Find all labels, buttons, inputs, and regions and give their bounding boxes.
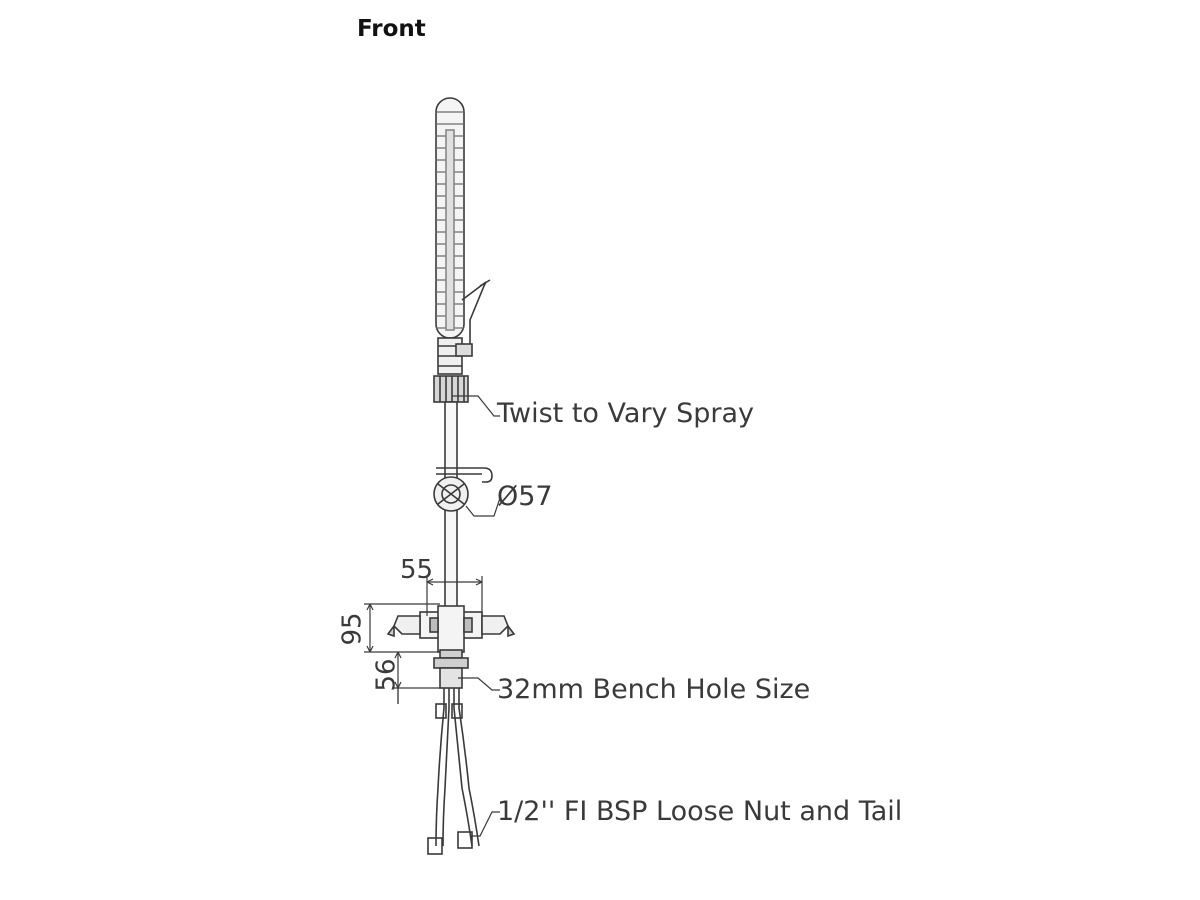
- callout-bracket-diameter: Ø57: [497, 481, 553, 512]
- dimension-width: 55: [400, 555, 434, 585]
- lever-handles: [386, 615, 516, 638]
- dimension-lower-height: 56: [371, 658, 402, 692]
- mixer-body: [419, 605, 483, 669]
- callout-twist-spray: Twist to Vary Spray: [497, 398, 755, 429]
- spray-trigger: [461, 279, 491, 351]
- pre-rinse-hose: [435, 97, 465, 339]
- view-title: Front: [357, 16, 426, 42]
- spray-valve-body: [437, 337, 473, 375]
- callout-leaders: [452, 395, 501, 837]
- callout-tail: 1/2'' FI BSP Loose Nut and Tail: [497, 796, 903, 827]
- callout-bench-hole: 32mm Bench Hole Size: [497, 674, 811, 705]
- dimension-lines: [364, 576, 483, 704]
- twist-collar: [433, 375, 469, 403]
- dimension-upper-height: 95: [337, 612, 368, 646]
- hose-hook: [436, 467, 493, 483]
- flexible-tails: [427, 667, 480, 855]
- wall-bracket: [433, 476, 469, 512]
